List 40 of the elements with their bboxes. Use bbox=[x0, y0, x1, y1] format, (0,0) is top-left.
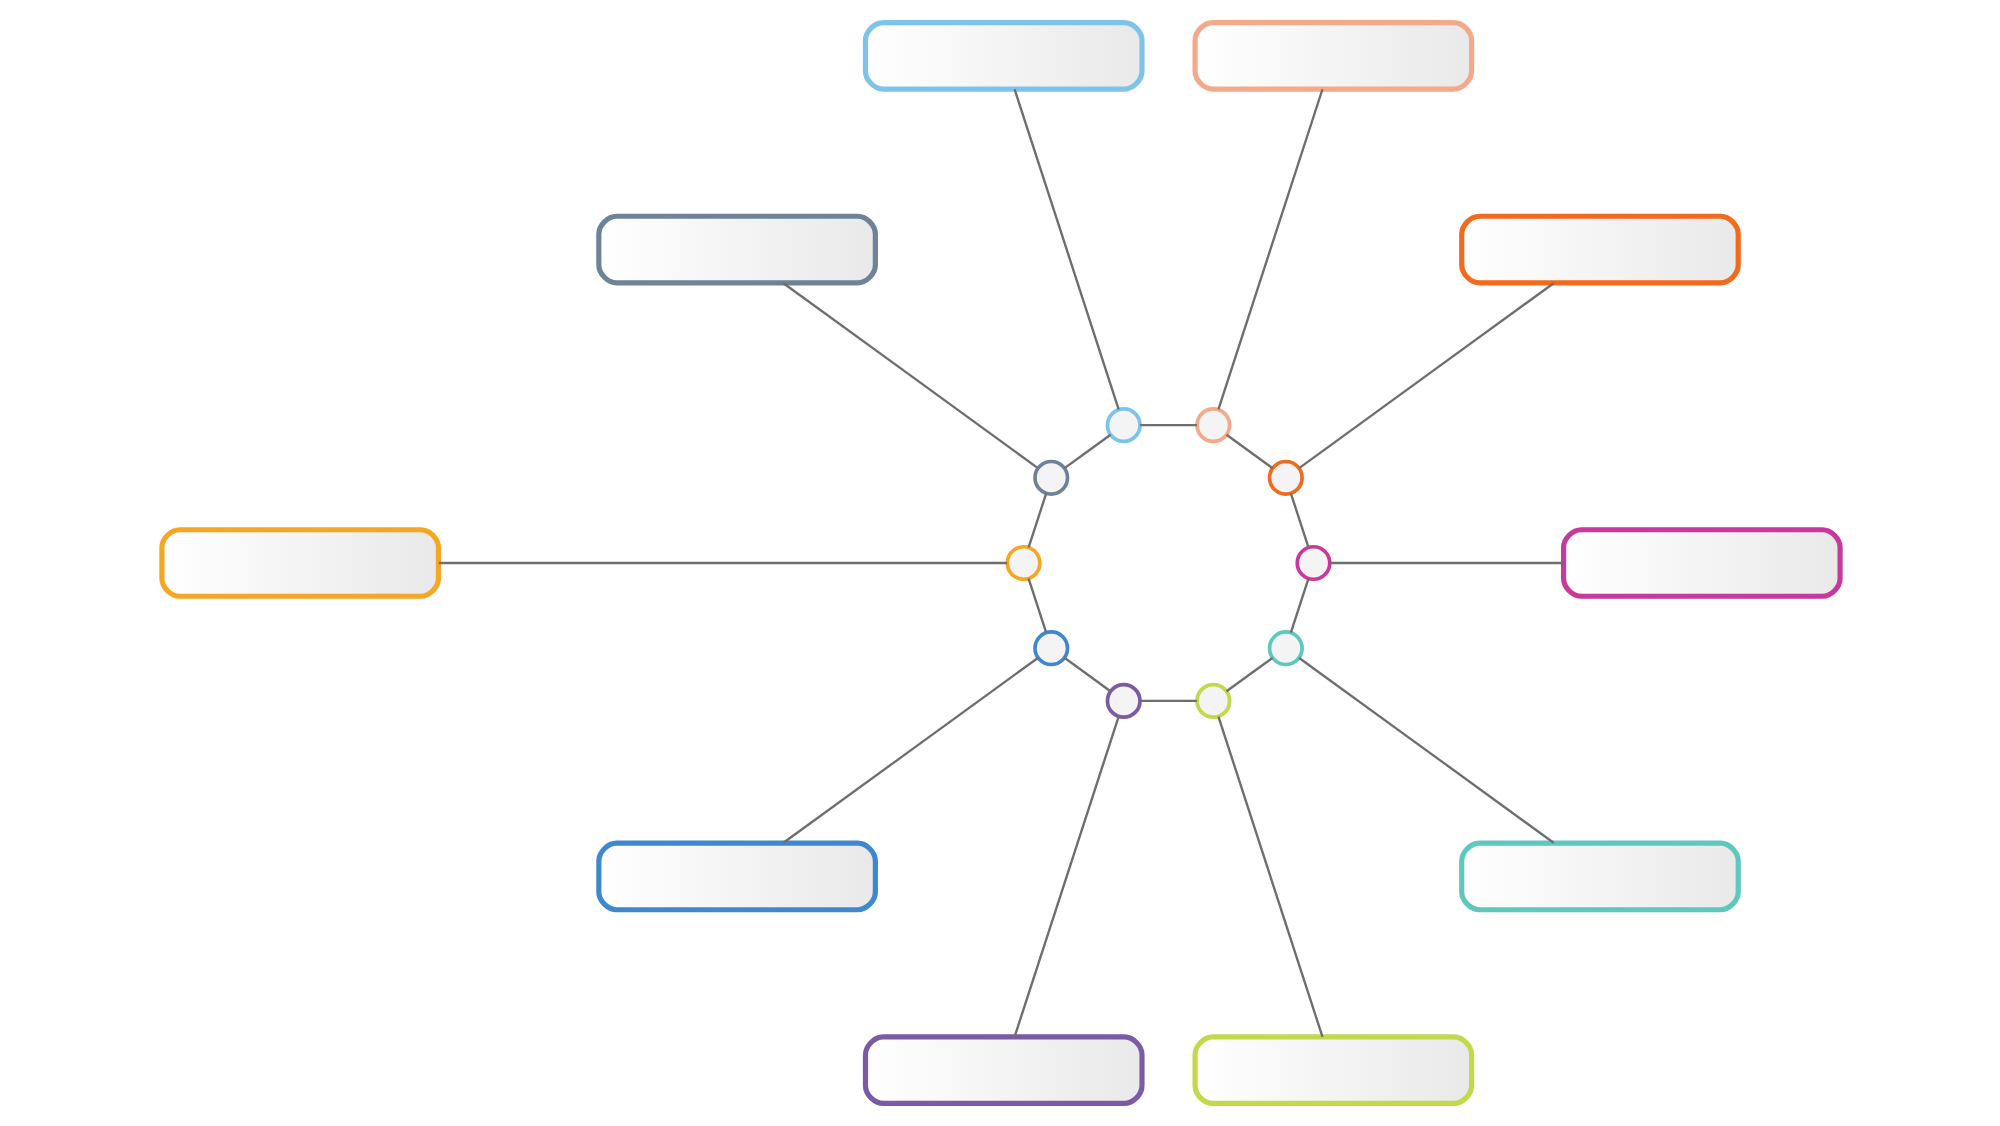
node-circle bbox=[1266, 630, 1303, 667]
node-circle bbox=[1266, 459, 1303, 496]
connector bbox=[1297, 282, 1554, 470]
node-box bbox=[1191, 19, 1474, 92]
node-box bbox=[861, 19, 1144, 92]
node-box bbox=[1191, 1034, 1474, 1107]
node-box bbox=[1458, 213, 1740, 286]
connector bbox=[1012, 88, 1119, 410]
connector bbox=[1139, 699, 1196, 703]
connector bbox=[1139, 423, 1196, 427]
connector bbox=[1288, 578, 1309, 634]
node-circle bbox=[1104, 682, 1141, 719]
connector bbox=[1026, 492, 1047, 548]
connector bbox=[1216, 716, 1323, 1038]
connector bbox=[1224, 656, 1273, 693]
node-circle bbox=[1104, 407, 1141, 444]
node-circle bbox=[1004, 544, 1041, 582]
connector bbox=[1297, 656, 1554, 844]
node-box bbox=[1560, 527, 1842, 599]
connector bbox=[1224, 433, 1273, 470]
node-box bbox=[861, 1034, 1144, 1107]
connector bbox=[1062, 433, 1111, 470]
node-circle bbox=[1194, 407, 1231, 444]
node-circle bbox=[1032, 630, 1069, 667]
connector bbox=[1026, 578, 1047, 633]
connector bbox=[1288, 493, 1309, 548]
connector bbox=[1012, 716, 1119, 1038]
connector bbox=[781, 656, 1038, 844]
node-box bbox=[595, 840, 877, 913]
node-circle bbox=[1032, 459, 1069, 496]
connector bbox=[437, 561, 1007, 565]
node-circle bbox=[1294, 544, 1331, 582]
connector bbox=[1328, 561, 1563, 565]
node-circle bbox=[1194, 682, 1231, 719]
node-box bbox=[1458, 840, 1740, 913]
connector bbox=[1216, 88, 1323, 410]
connector bbox=[781, 282, 1038, 470]
connector bbox=[1062, 656, 1111, 693]
node-box bbox=[158, 527, 440, 599]
node-box bbox=[595, 213, 877, 286]
